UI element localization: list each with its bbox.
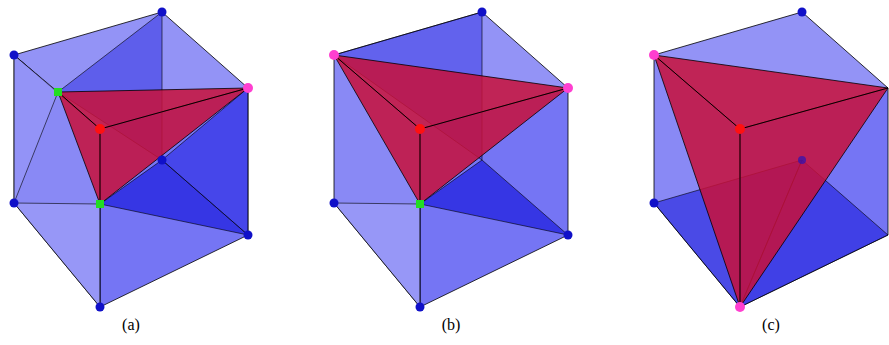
panel-label: (a): [122, 316, 140, 334]
cube-b: [329, 8, 573, 312]
panel-label: (b): [442, 316, 461, 334]
cube-a: [10, 8, 254, 312]
panel-label: (c): [762, 316, 780, 334]
cube-c: [649, 8, 888, 313]
